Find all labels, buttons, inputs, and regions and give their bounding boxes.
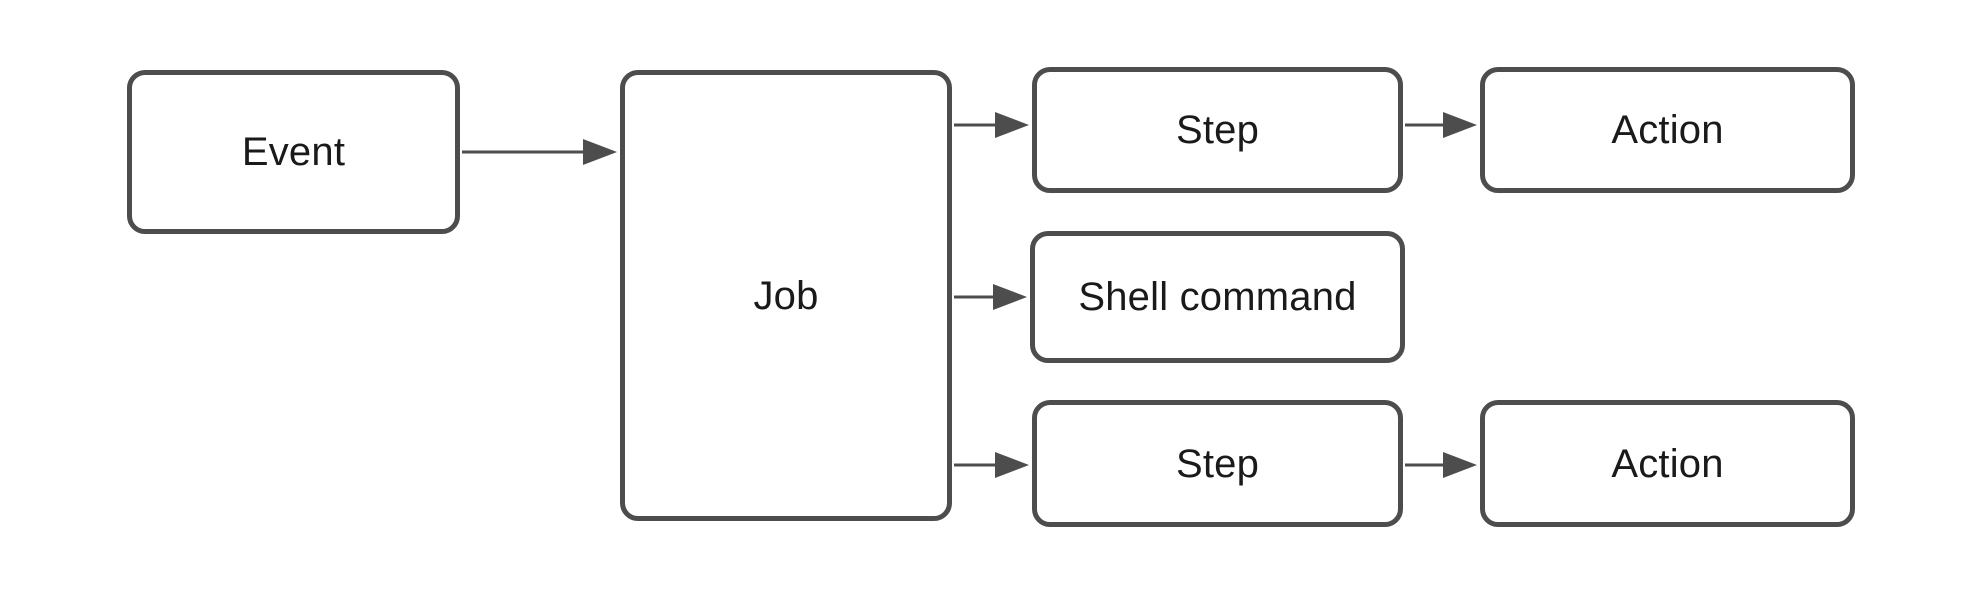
node-step-top-label: Step	[1175, 108, 1260, 152]
node-shell-command-label: Shell command	[1078, 275, 1357, 319]
node-action-top-label: Action	[1611, 108, 1724, 152]
arrowhead-step-to-action-bottom	[1443, 452, 1477, 478]
node-shell-command[interactable]: Shell command	[1030, 231, 1405, 363]
arrowhead-step-to-action-top	[1443, 112, 1477, 138]
node-action-bottom-label: Action	[1611, 441, 1724, 486]
node-event[interactable]: Event	[127, 70, 460, 234]
arrowhead-job-to-step-top	[995, 112, 1029, 138]
node-step-bottom[interactable]: Step	[1032, 400, 1403, 527]
node-step-top[interactable]: Step	[1032, 67, 1403, 193]
node-action-top[interactable]: Action	[1480, 67, 1855, 193]
arrowhead-job-to-shell	[993, 284, 1027, 310]
node-action-bottom[interactable]: Action	[1480, 400, 1855, 527]
node-job[interactable]: Job	[620, 70, 952, 521]
node-job-label: Job	[753, 273, 819, 318]
arrowhead-event-to-job	[583, 139, 617, 165]
node-event-label: Event	[241, 130, 346, 174]
node-step-bottom-label: Step	[1175, 441, 1260, 486]
arrowhead-job-to-step-bottom	[995, 452, 1029, 478]
